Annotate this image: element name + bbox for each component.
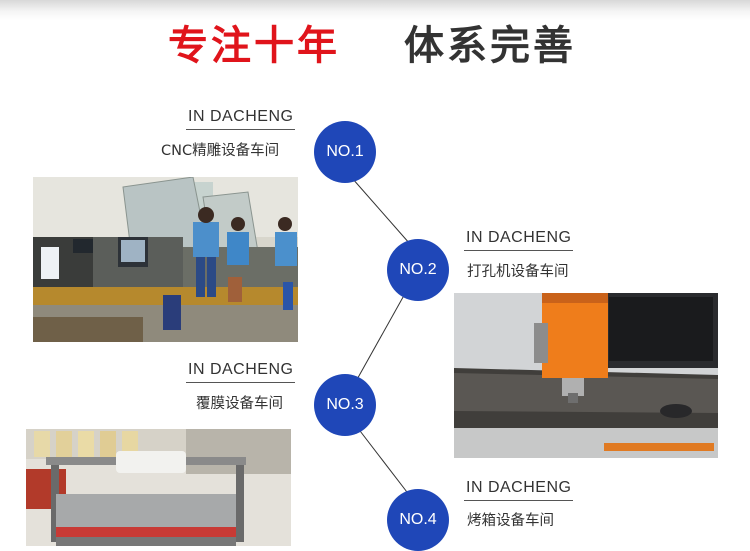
- top-shadow: [0, 0, 750, 20]
- workshop-1-badge: NO.1: [314, 121, 376, 183]
- cnc-workshop-photo: [33, 177, 298, 342]
- laminating-machine-photo: [26, 429, 291, 546]
- workshop-2-en: IN DACHENG: [464, 229, 574, 251]
- workshop-1-en: IN DACHENG: [186, 108, 296, 130]
- drilling-machine-photo: [454, 293, 718, 458]
- workshop-4-cn: 烤箱设备车间: [467, 513, 554, 529]
- workshop-4-badge: NO.4: [387, 489, 449, 551]
- title-red: 专注十年: [168, 23, 340, 69]
- workshop-2-cn: 打孔机设备车间: [467, 264, 569, 280]
- workshop-1-cn: CNC精雕设备车间: [161, 143, 280, 159]
- workshop-4-en: IN DACHENG: [464, 479, 574, 501]
- workshop-3-badge: NO.3: [314, 374, 376, 436]
- workshop-3-cn: 覆膜设备车间: [196, 396, 283, 412]
- title-dark: 体系完善: [404, 23, 576, 69]
- workshop-2-badge: NO.2: [387, 239, 449, 301]
- workshop-3-en: IN DACHENG: [186, 361, 296, 383]
